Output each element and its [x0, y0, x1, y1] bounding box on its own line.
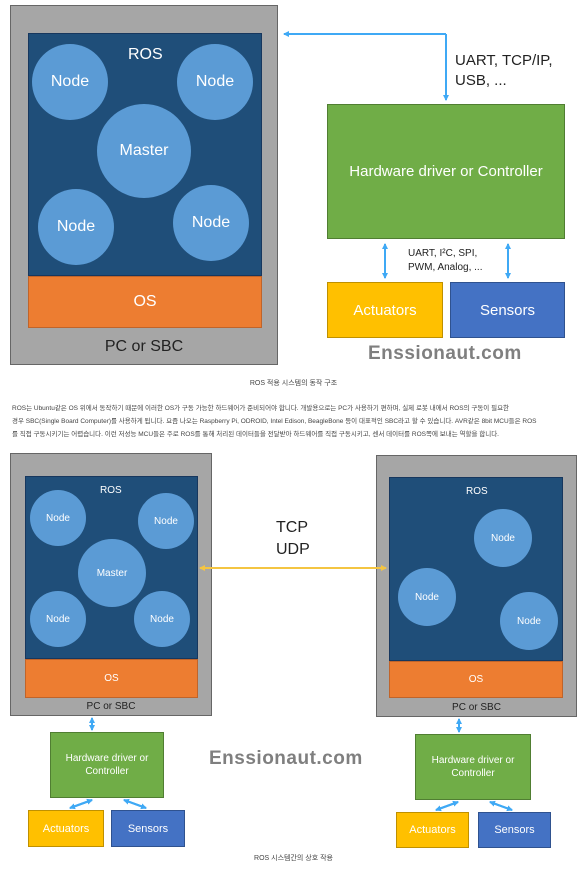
- actuators-box-2-left: Actuators: [28, 810, 104, 847]
- hw-actuator-arrow-2-left: [69, 798, 93, 810]
- node-1-tr: Node: [177, 44, 253, 120]
- node-1-bl: Node: [38, 189, 114, 265]
- link-label-2a: TCP: [276, 519, 308, 536]
- hw-controller-2-left: Hardware driver or Controller: [50, 732, 164, 798]
- hw-label-2-right-line1: Hardware driver or: [431, 755, 515, 766]
- os-box-1: OS: [28, 276, 262, 328]
- pc-label-1: PC or SBC: [104, 338, 184, 355]
- caption-1: ROS 적용 시스템의 동작 구조: [249, 380, 338, 387]
- node-2l-bl: Node: [30, 591, 86, 647]
- watermark-2: Enssionaut.com: [209, 748, 363, 769]
- hw-controller-2-right: Hardware driver or Controller: [415, 734, 531, 800]
- ros-label-2-left: ROS: [100, 485, 122, 496]
- node-2r-right: Node: [500, 592, 558, 650]
- node-2r-left: Node: [398, 568, 456, 626]
- paragraph-line-1: ROS는 Ubuntu같은 OS 위에서 동작하기 때문에 이러한 OS가 구동…: [12, 405, 510, 412]
- watermark-1: Enssionaut.com: [368, 343, 522, 364]
- link-label-1b: USB, ...: [455, 72, 507, 89]
- node-1-br: Node: [173, 185, 249, 261]
- os-box-2-right: OS: [389, 661, 563, 698]
- pc-label-2-right: PC or SBC: [452, 702, 501, 713]
- master-2-left: Master: [78, 539, 146, 607]
- hw-label-2-left-line2: Controller: [85, 766, 129, 777]
- pc-label-2-left: PC or SBC: [86, 701, 136, 712]
- ros-label-2-right: ROS: [466, 486, 488, 497]
- node-2l-tr: Node: [138, 493, 194, 549]
- link-label-1a: UART, TCP/IP,: [455, 52, 553, 69]
- ros-label-1: ROS: [128, 46, 163, 63]
- bus-label-1a: UART, I²C, SPI,: [408, 248, 478, 259]
- actuators-box-2-right: Actuators: [396, 812, 469, 848]
- node-2l-br: Node: [134, 591, 190, 647]
- master-1: Master: [97, 104, 191, 198]
- paragraph-line-3: 를 직접 구동시키기는 어렵습니다. 이런 저성능 MCU들은 주로 ROS를 …: [12, 431, 499, 438]
- node-2l-tl: Node: [30, 490, 86, 546]
- caption-2: ROS 시스템간의 상호 작용: [254, 855, 333, 862]
- hw-actuator-arrow-2-right: [435, 800, 459, 812]
- node-1-tl: Node: [32, 44, 108, 120]
- hw-label-2-left-line1: Hardware driver or: [65, 753, 149, 764]
- bus-label-1b: PWM, Analog, ...: [408, 262, 483, 273]
- hw-controller-1: Hardware driver or Controller: [327, 104, 565, 239]
- sensors-box-2-right: Sensors: [478, 812, 551, 848]
- hw-sensor-arrow-2-right: [489, 800, 513, 812]
- hw-sensor-arrow-2-left: [123, 798, 147, 810]
- pc-hw-link-arrow: [283, 31, 449, 101]
- hw-label-2-right-line2: Controller: [451, 768, 495, 779]
- node-2r-top: Node: [474, 509, 532, 567]
- sensors-box-2-left: Sensors: [111, 810, 185, 847]
- os-box-2-left: OS: [25, 659, 198, 698]
- sensors-box-1: Sensors: [450, 282, 565, 338]
- actuators-box-1: Actuators: [327, 282, 443, 338]
- link-label-2b: UDP: [276, 541, 310, 558]
- paragraph-line-2: 경우 SBC(Single Board Computer)를 사용하게 됩니다.…: [12, 418, 537, 425]
